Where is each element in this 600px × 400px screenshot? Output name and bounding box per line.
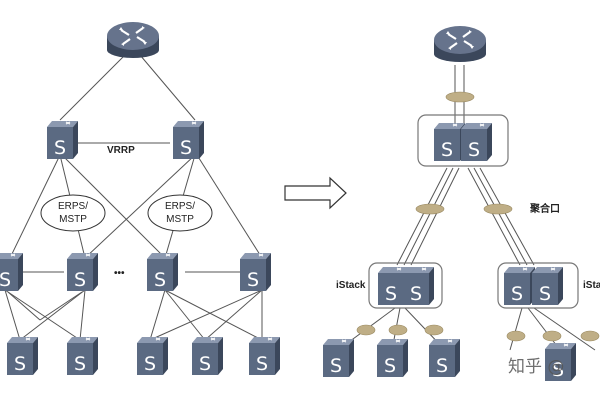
switch-label: S [511, 283, 523, 305]
switch-label: S [256, 353, 268, 375]
access-switch-l4: S [239, 252, 272, 292]
switch-label: S [247, 269, 259, 291]
switch-label: S [441, 139, 453, 161]
agg-switch-left-2: S [172, 120, 205, 160]
leaf-switch-r1: S [322, 338, 355, 378]
istack-box-right [497, 262, 579, 309]
erps-mstp-label-2: ERPS/ MSTP [147, 194, 213, 232]
leaf-switch-r4: S [544, 342, 577, 382]
switch-label: S [0, 269, 11, 291]
edge-switch-l4: S [191, 336, 224, 376]
istack-label-left: iStack [336, 280, 366, 291]
switch-label: S [410, 283, 422, 305]
switch-label: S [14, 353, 26, 375]
switch-label: S [436, 355, 448, 377]
right-topology: 聚合口 S S iStack S S S S [322, 24, 600, 382]
leaf-switch-r2: S [376, 338, 409, 378]
istack-box-left [368, 262, 443, 309]
core-stack-box [417, 114, 509, 167]
switch-label: S [144, 353, 156, 375]
core-stack-switch-1: S [433, 122, 466, 162]
switch-label: S [468, 139, 480, 161]
core-router-right [432, 24, 488, 64]
switch-label: S [74, 269, 86, 291]
watermark: 知乎 @ [508, 357, 564, 377]
edge-switch-l5: S [248, 336, 281, 376]
access-switch-l2: S [66, 252, 99, 292]
vrrp-label: VRRP [107, 145, 135, 156]
istack-right-switch-1: S [503, 266, 536, 306]
switch-label: S [180, 137, 192, 159]
agg-switch-left-1: S [46, 120, 79, 160]
switch-label: S [74, 353, 86, 375]
core-stack-switch-2: S [460, 122, 493, 162]
edge-switch-l2: S [66, 336, 99, 376]
istack-left-switch-2: S [402, 266, 435, 306]
right-arrow-icon [284, 176, 347, 210]
core-router-left [105, 20, 161, 60]
svg-text:MSTP: MSTP [59, 214, 87, 225]
more-dots: ••• [114, 268, 125, 279]
switch-label: S [384, 355, 396, 377]
istack-right-switch-2: S [531, 266, 564, 306]
svg-text:MSTP: MSTP [166, 214, 194, 225]
switch-label: S [154, 269, 166, 291]
erps-mstp-label-1: ERPS/ MSTP [40, 194, 106, 232]
edge-switch-l1: S [6, 336, 39, 376]
leaf-switch-r3: S [428, 338, 461, 378]
switch-label: S [385, 283, 397, 305]
access-switch-l3: S [146, 252, 179, 292]
aggregation-port-label: 聚合口 [529, 202, 560, 215]
access-switch-l1: S [0, 252, 24, 292]
switch-label: S [54, 137, 66, 159]
left-topology: S S VRRP ERPS/ MSTP ERPS/ MSTP S S ••• [0, 20, 281, 376]
switch-label: S [199, 353, 211, 375]
left-links [4, 54, 263, 341]
lag-oval-group [356, 91, 600, 342]
istack-label-right: iStack [583, 280, 600, 291]
switch-label: S [552, 359, 564, 381]
svg-text:ERPS/: ERPS/ [165, 201, 195, 212]
istack-left-switch-1: S [377, 266, 410, 306]
svg-text:ERPS/: ERPS/ [58, 201, 88, 212]
switch-label: S [330, 355, 342, 377]
edge-switch-l3: S [136, 336, 169, 376]
switch-label: S [539, 283, 551, 305]
